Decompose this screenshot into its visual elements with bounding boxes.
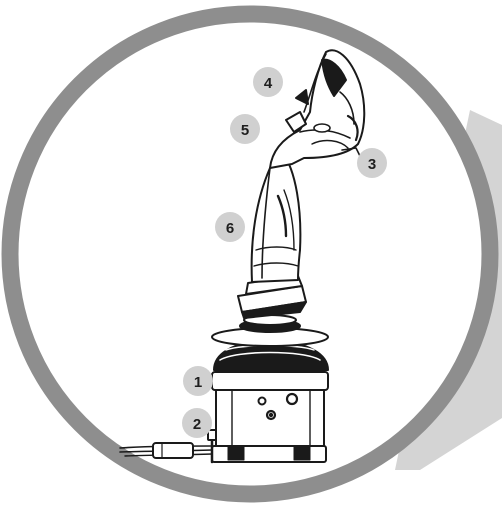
svg-text:3: 3 bbox=[368, 156, 376, 173]
svg-text:2: 2 bbox=[193, 416, 201, 433]
callout-5: 5 bbox=[230, 114, 260, 144]
mount-hole bbox=[259, 398, 266, 405]
callout-4: 4 bbox=[253, 67, 283, 97]
handle-collar bbox=[238, 276, 306, 318]
callout-6: 6 bbox=[215, 212, 245, 242]
svg-text:6: 6 bbox=[226, 220, 234, 237]
callout-2: 2 bbox=[182, 408, 212, 438]
mount-hole bbox=[270, 414, 272, 416]
svg-text:1: 1 bbox=[194, 374, 202, 391]
callout-3: 3 bbox=[357, 148, 387, 178]
mount-hole bbox=[287, 394, 297, 404]
svg-text:5: 5 bbox=[241, 122, 249, 139]
svg-text:4: 4 bbox=[264, 75, 273, 92]
callout-1: 1 bbox=[183, 366, 213, 396]
